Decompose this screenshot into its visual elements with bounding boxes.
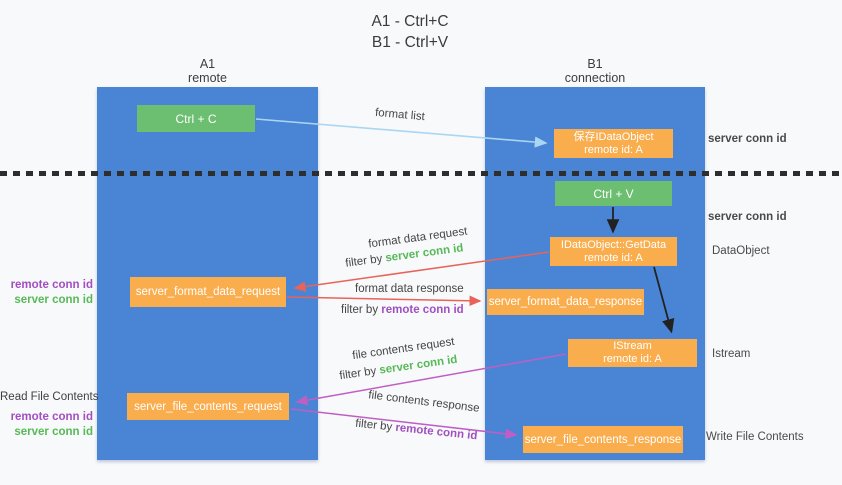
node-idataobject-getdata-line1: IDataObject::GetData [560, 238, 667, 251]
istream-label: Istream [712, 348, 751, 360]
remote-conn-id-text: remote conn id [381, 304, 464, 316]
format-list-label: format list [374, 106, 426, 124]
node-save-idataobject: 保存IDataObject remote id: A [554, 129, 673, 158]
node-ctrl-v: Ctrl + V [555, 181, 672, 206]
server-conn-id-label-mid: server conn id [708, 211, 787, 223]
format-data-response-label: format data response [355, 283, 464, 295]
node-idataobject-getdata-line2: remote id: A [584, 251, 643, 264]
node-save-idataobject-line2: remote id: A [584, 143, 643, 156]
filter-by-text: filter by [341, 304, 382, 316]
conn-id-pair-file: remote conn id server conn id [0, 410, 93, 440]
title-line-2: B1 - Ctrl+V [371, 34, 449, 51]
node-idataobject-getdata: IDataObject::GetData remote id: A [550, 237, 677, 266]
node-server-format-data-request: server_format_data_request [130, 277, 286, 307]
remote-conn-id-label: remote conn id [10, 411, 93, 423]
file-response-filter-label: filter by remote conn id [355, 418, 478, 443]
server-conn-id-text: server conn id [378, 353, 459, 377]
dataobject-label: DataObject [712, 245, 770, 257]
filter-by-text: filter by [338, 364, 381, 383]
node-server-format-data-response-label: server_format_data_response [488, 296, 643, 308]
session-divider-dashed-line [0, 171, 842, 176]
node-istream: IStream remote id: A [568, 339, 697, 367]
node-server-format-data-response: server_format_data_response [487, 289, 644, 315]
node-server-format-data-request-label: server_format_data_request [135, 286, 281, 298]
title-line-1: A1 - Ctrl+C [371, 13, 449, 30]
lane-a1-header: A1 remote [97, 57, 318, 85]
server-conn-id-label-top: server conn id [708, 133, 787, 145]
node-istream-line1: IStream [613, 340, 652, 352]
remote-conn-id-label: remote conn id [10, 279, 93, 291]
lane-a1-subtitle: remote [188, 71, 227, 85]
node-server-file-contents-request: server_file_contents_request [127, 393, 289, 420]
node-save-idataobject-line1: 保存IDataObject [573, 130, 654, 143]
node-ctrl-c: Ctrl + C [137, 105, 255, 132]
node-server-file-contents-request-label: server_file_contents_request [134, 400, 282, 413]
lane-b1-title: B1 [587, 57, 603, 71]
filter-by-text: filter by [344, 252, 387, 270]
filter-by-text: filter by [354, 417, 397, 434]
lane-b1-header: B1 connection [485, 57, 705, 85]
file-contents-response-label: file contents response [367, 389, 481, 415]
remote-conn-id-text: remote conn id [394, 421, 478, 443]
format-request-filter-label: filter by server conn id [345, 242, 464, 269]
node-ctrl-c-label: Ctrl + C [175, 111, 217, 126]
conn-id-pair-format: remote conn id server conn id [0, 278, 93, 308]
format-response-filter-label: filter by remote conn id [341, 304, 464, 316]
lane-b1-subtitle: connection [564, 71, 626, 85]
write-file-contents-label: Write File Contents [706, 431, 804, 443]
server-conn-id-label: server conn id [14, 426, 93, 438]
read-file-contents-label: Read File Contents [0, 391, 99, 403]
node-ctrl-v-label: Ctrl + V [593, 186, 634, 201]
node-server-file-contents-response-label: server_file_contents_response [524, 433, 682, 446]
server-conn-id-label: server conn id [14, 294, 93, 306]
lane-a1-title: A1 [199, 57, 216, 71]
node-server-file-contents-response: server_file_contents_response [523, 426, 683, 453]
node-istream-line2: remote id: A [603, 353, 662, 365]
diagram-title: A1 - Ctrl+C B1 - Ctrl+V [0, 11, 820, 53]
